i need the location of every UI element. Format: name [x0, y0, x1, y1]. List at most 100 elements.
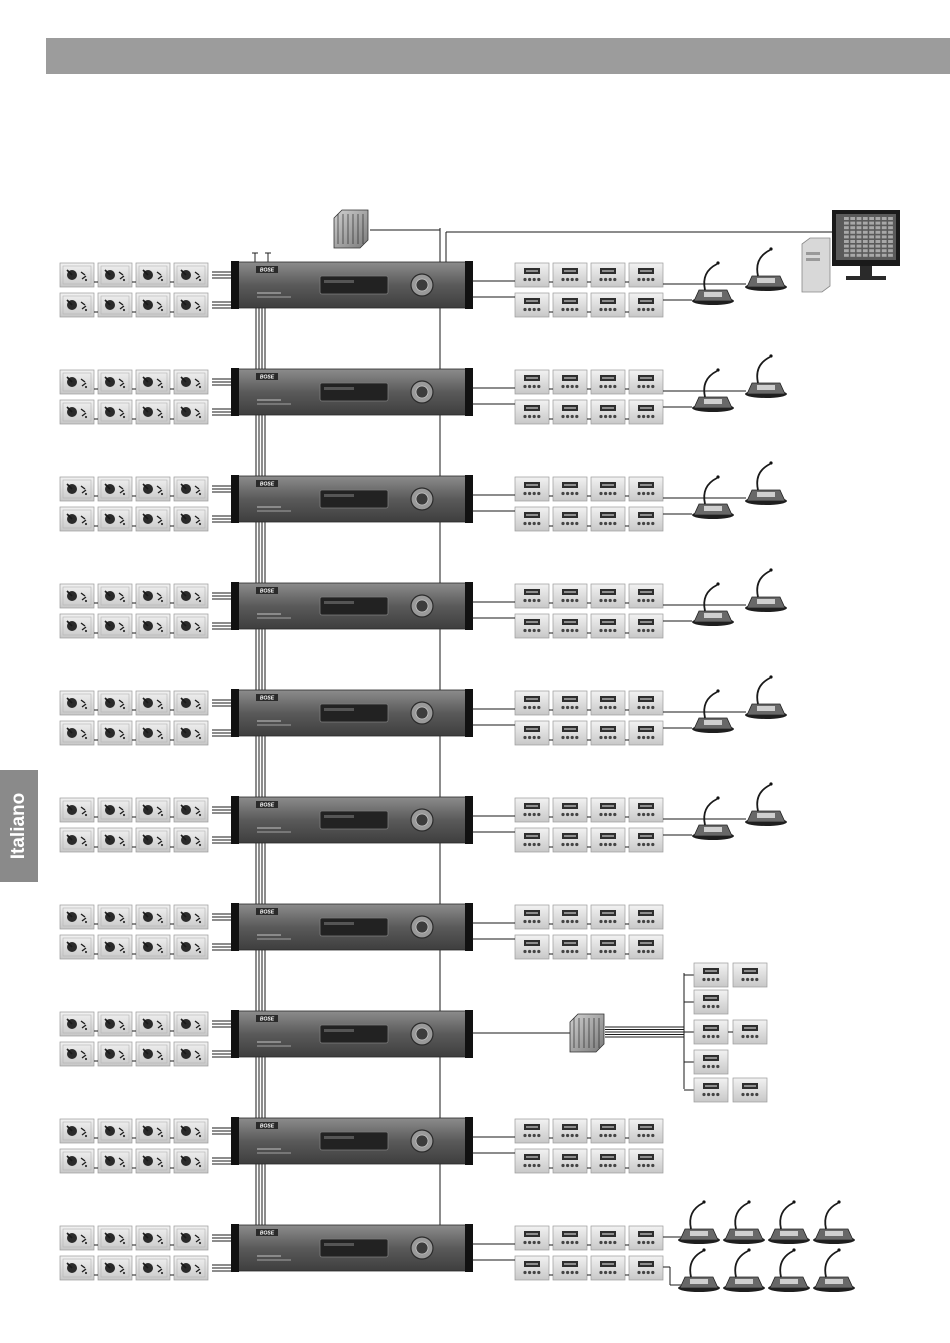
- button-icon: [609, 1164, 612, 1167]
- rack-ear: [231, 1010, 239, 1058]
- button-icon: [609, 599, 612, 602]
- volume-control-plate: [98, 1012, 132, 1036]
- button-icon: [751, 1035, 754, 1038]
- volume-control-plate: [136, 400, 170, 424]
- rack-ear: [465, 903, 473, 951]
- button-icon: [707, 1093, 710, 1096]
- button-icon: [609, 1271, 612, 1274]
- volume-control-plate: [98, 370, 132, 394]
- volume-control-plate: [136, 477, 170, 501]
- gooseneck-icon: [704, 692, 717, 718]
- button-icon: [642, 736, 645, 739]
- button-icon: [537, 1164, 540, 1167]
- button-icon: [533, 1164, 536, 1167]
- button-icon: [566, 629, 569, 632]
- button-icon: [575, 950, 578, 953]
- volume-control-plate: [60, 691, 94, 715]
- control-panel: [591, 721, 625, 745]
- button-icon: [528, 492, 531, 495]
- amplifier-unit: BOSE: [231, 903, 473, 951]
- button-icon: [746, 1035, 749, 1038]
- volume-control-plate: [174, 370, 208, 394]
- button-icon: [533, 813, 536, 816]
- button-icon: [642, 1271, 645, 1274]
- volume-control-plate: [174, 1226, 208, 1250]
- volume-control-plate: [60, 614, 94, 638]
- button-icon: [613, 813, 616, 816]
- button-icon: [566, 736, 569, 739]
- control-panel: [553, 370, 587, 394]
- control-panel: [515, 507, 549, 531]
- button-icon: [599, 415, 602, 418]
- control-panel: [515, 721, 549, 745]
- button-icon: [537, 1271, 540, 1274]
- button-icon: [537, 308, 540, 311]
- control-panel: [591, 1256, 625, 1280]
- button-icon: [604, 706, 607, 709]
- volume-control-plate: [136, 1256, 170, 1280]
- button-icon: [599, 1271, 602, 1274]
- volume-control-plate: [60, 1012, 94, 1036]
- rack-ear: [231, 903, 239, 951]
- volume-control-plate: [174, 1012, 208, 1036]
- amplifier-unit: BOSE: [231, 475, 473, 523]
- control-panel: [515, 691, 549, 715]
- button-icon: [561, 1271, 564, 1274]
- button-icon: [642, 1164, 645, 1167]
- button-icon: [599, 599, 602, 602]
- button-icon: [613, 522, 616, 525]
- button-icon: [523, 1241, 526, 1244]
- button-icon: [537, 950, 540, 953]
- control-panel: [591, 1119, 625, 1143]
- button-icon: [751, 978, 754, 981]
- volume-control-plate: [136, 1226, 170, 1250]
- button-icon: [575, 385, 578, 388]
- display-window: [320, 597, 388, 615]
- button-icon: [609, 522, 612, 525]
- button-icon: [604, 629, 607, 632]
- gooseneck-icon: [704, 799, 717, 825]
- control-panel: [553, 400, 587, 424]
- control-panel: [515, 1119, 549, 1143]
- control-panel: [553, 293, 587, 317]
- button-icon: [642, 843, 645, 846]
- button-icon: [523, 736, 526, 739]
- control-panel: [515, 1256, 549, 1280]
- button-icon: [609, 736, 612, 739]
- paging-microphone: [692, 689, 734, 733]
- rack-ear: [465, 475, 473, 523]
- button-icon: [637, 599, 640, 602]
- button-icon: [651, 843, 654, 846]
- volume-control-plate: [60, 293, 94, 317]
- gooseneck-icon: [704, 478, 717, 504]
- gooseneck-icon: [757, 250, 770, 276]
- button-icon: [537, 599, 540, 602]
- rack-ear: [465, 689, 473, 737]
- button-icon: [647, 1241, 650, 1244]
- volume-control-plate: [98, 1149, 132, 1173]
- button-icon: [528, 843, 531, 846]
- button-icon: [523, 950, 526, 953]
- button-icon: [604, 1134, 607, 1137]
- button-icon: [599, 492, 602, 495]
- button-icon: [604, 813, 607, 816]
- rack-ear: [231, 368, 239, 416]
- button-icon: [575, 415, 578, 418]
- button-icon: [566, 385, 569, 388]
- button-icon: [561, 950, 564, 953]
- button-icon: [561, 1164, 564, 1167]
- button-icon: [647, 415, 650, 418]
- button-icon: [755, 978, 758, 981]
- volume-control-plate: [60, 370, 94, 394]
- button-icon: [561, 492, 564, 495]
- control-panel: [629, 614, 663, 638]
- gooseneck-icon: [757, 571, 770, 597]
- button-icon: [537, 629, 540, 632]
- control-panel: [591, 400, 625, 424]
- button-icon: [746, 978, 749, 981]
- button-icon: [566, 950, 569, 953]
- rack-ear: [231, 796, 239, 844]
- button-icon: [604, 1271, 607, 1274]
- gooseneck-icon: [825, 1203, 838, 1229]
- button-icon: [613, 492, 616, 495]
